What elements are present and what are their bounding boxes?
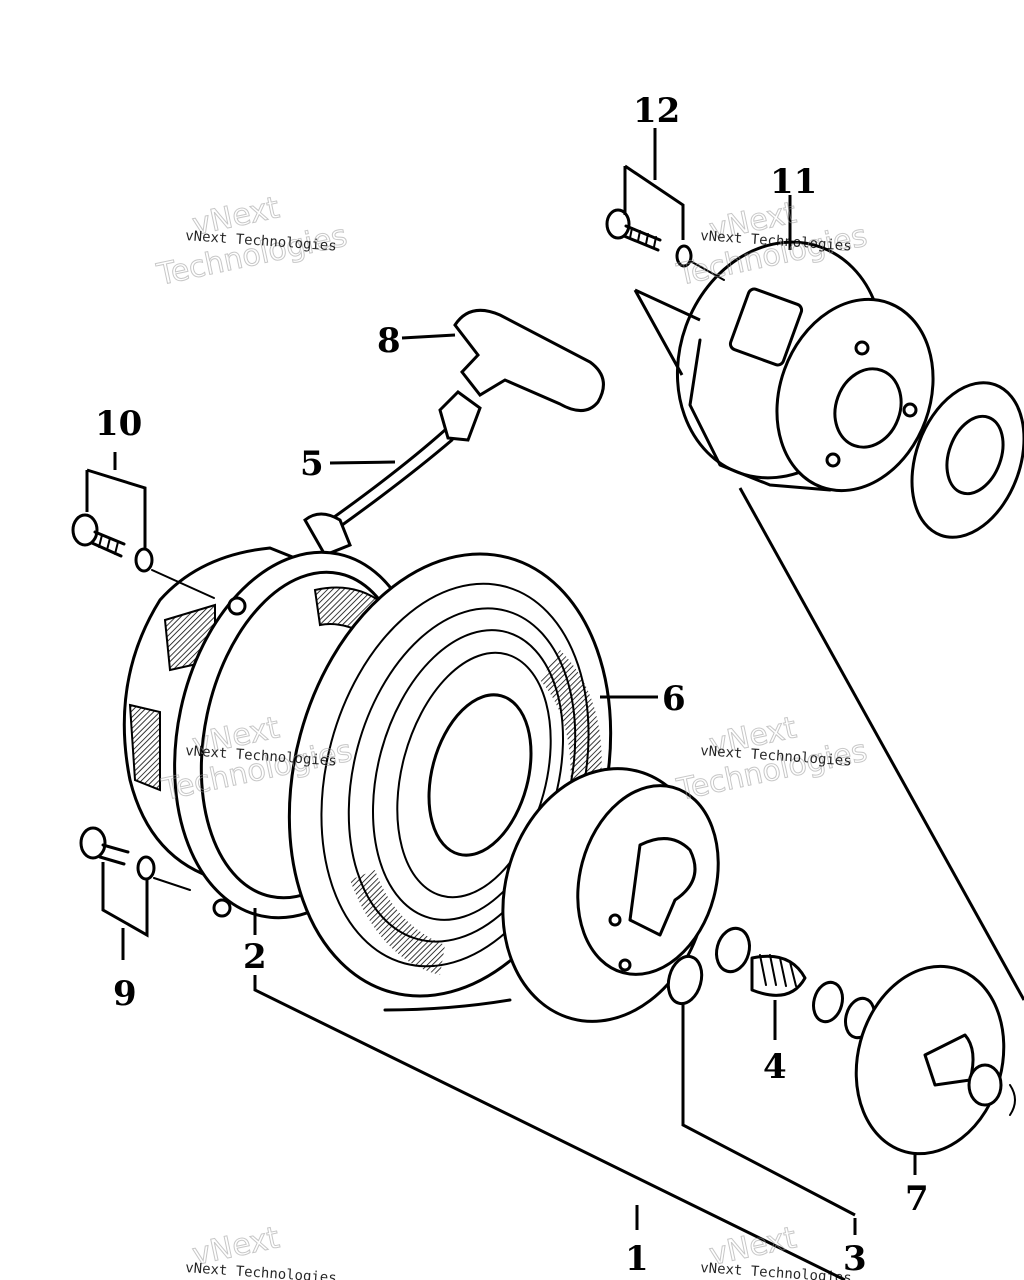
callout-3: 3 — [843, 1239, 867, 1279]
callout-11: 11 — [770, 162, 817, 202]
callout-10: 10 — [95, 404, 142, 444]
leader-lines — [85, 128, 1024, 1280]
watermark-text-5: vNext Technologies — [185, 1260, 337, 1280]
starter-cup-part — [675, 240, 935, 493]
callout-4: 4 — [763, 1047, 787, 1087]
callout-labels: 1 2 3 4 5 6 7 8 9 10 11 12 — [95, 91, 929, 1279]
callout-1: 1 — [625, 1239, 649, 1279]
starter-reel-part — [501, 767, 720, 1023]
watermark-text-6: vNext Technologies — [700, 1260, 852, 1280]
callout-7: 7 — [905, 1179, 929, 1219]
callout-2: 2 — [243, 937, 267, 977]
flange-plate-part — [910, 381, 1024, 539]
callout-5: 5 — [300, 444, 324, 484]
spring-assembly-part — [666, 926, 876, 1040]
callout-6: 6 — [662, 679, 686, 719]
screw-12-part — [605, 208, 725, 281]
screw-10-part — [71, 513, 215, 599]
rope-handle-part — [303, 308, 605, 557]
callout-8: 8 — [377, 321, 401, 361]
cover-plate-part — [854, 964, 1016, 1156]
callout-12: 12 — [633, 91, 680, 131]
screw-9-part — [79, 826, 191, 891]
callout-9: 9 — [113, 974, 137, 1014]
